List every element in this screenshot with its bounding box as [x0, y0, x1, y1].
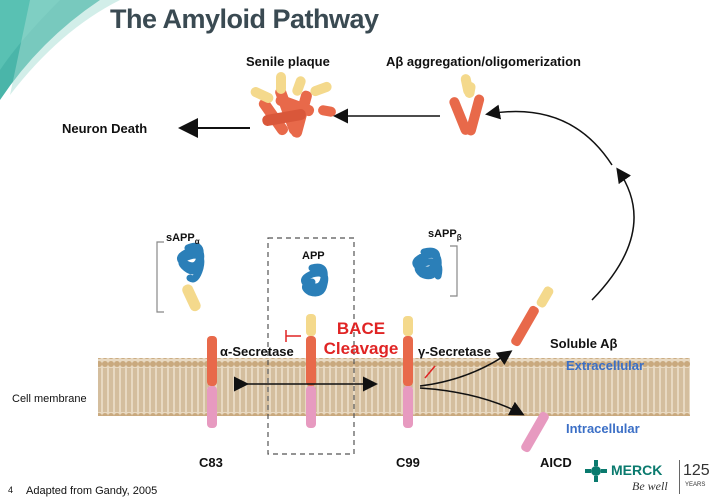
label-neuron-death: Neuron Death [62, 121, 148, 136]
c99-protein-icon [403, 316, 413, 428]
ab-oligomer-icon [449, 74, 485, 136]
arrow-to-soluble-ab [419, 350, 513, 387]
label-gamma-secretase: γ-Secretase [418, 344, 491, 359]
logo-divider [679, 460, 680, 494]
label-cell-membrane: Cell membrane [12, 393, 87, 405]
label-intracellular: Intracellular [566, 421, 640, 436]
footer-citation: Adapted from Gandy, 2005 [26, 485, 158, 497]
page-number: 4 [8, 485, 14, 495]
aicd-fragment-icon [521, 411, 549, 453]
slide-title: The Amyloid Pathway [110, 4, 379, 34]
label-senile-plaque: Senile plaque [246, 54, 330, 69]
sapp-alpha-coil-icon [177, 242, 205, 312]
label-alpha-secretase: α-Secretase [220, 344, 294, 359]
label-sapp-beta: sAPPβ [428, 228, 462, 243]
label-aicd: AICD [540, 455, 572, 470]
sapp-beta-bracket [450, 245, 458, 297]
sapp-beta-coil-icon [412, 247, 443, 280]
label-extracellular: Extracellular [566, 358, 645, 373]
label-c99: C99 [396, 455, 420, 470]
senile-plaque-icon [250, 72, 336, 138]
corner-decoration [0, 0, 120, 100]
gamma-cleavage-marker [424, 365, 436, 379]
c83-protein-icon [207, 336, 217, 428]
label-app: APP [302, 250, 325, 262]
logo-company: MERCK [611, 462, 663, 478]
arrow-soluble-up [591, 167, 635, 301]
label-sapp-alpha: sAPPα [166, 232, 200, 247]
arrow-to-aggregation [485, 104, 613, 166]
cell-membrane [98, 358, 690, 416]
label-ab-aggregation: Aβ aggregation/oligomerization [386, 54, 581, 69]
bace-dashed-box [267, 237, 355, 455]
logo-anniversary-sub: YEARS [685, 482, 706, 488]
label-bace-cleavage: BACE Cleavage [323, 319, 399, 358]
app-protein-icon [306, 314, 316, 428]
logo-anniversary: 125 [683, 462, 710, 479]
logo-tagline: Be well [632, 479, 668, 493]
sapp-alpha-bracket [156, 241, 164, 313]
label-soluble-ab: Soluble Aβ [550, 336, 618, 351]
label-c83: C83 [199, 455, 223, 470]
merck-logo-icon [585, 460, 607, 482]
arrow-to-aicd [419, 387, 525, 416]
app-coil-icon [301, 263, 329, 297]
soluble-ab-icon [511, 286, 554, 347]
